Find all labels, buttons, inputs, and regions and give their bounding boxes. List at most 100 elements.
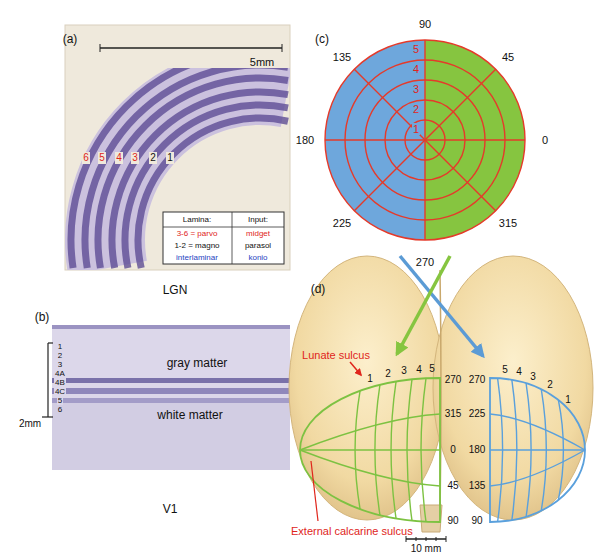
v1-section [52, 325, 290, 470]
angle-label: 180 [468, 444, 487, 456]
angle-label: 270 [415, 256, 435, 269]
layer-number: 1 [57, 342, 63, 351]
eccentricity-number: 5 [428, 363, 436, 375]
lamina-number: 3 [131, 152, 139, 164]
scale-label: 2mm [18, 418, 42, 430]
retinotopic-grid [490, 449, 585, 450]
angle-label: 135 [468, 480, 487, 492]
layer-number: 6 [57, 405, 63, 414]
angle-label: 90 [418, 18, 432, 31]
mapping-arrow [397, 256, 450, 354]
layer-number: 4A [54, 369, 66, 378]
eccentricity-number: 4 [415, 364, 423, 376]
v1-section [52, 388, 290, 394]
scale-bar [100, 44, 282, 52]
angle-label: 270 [444, 374, 463, 386]
eccentricity-number: 2 [384, 368, 392, 380]
lamina-number: 2 [149, 152, 157, 164]
lgn-layer [71, 68, 288, 268]
table-cell: 1-2 = magno [173, 241, 220, 250]
lgn-layer [138, 118, 288, 268]
lgn-layer [125, 105, 288, 268]
angle-label: 225 [468, 408, 487, 420]
angle-label: 225 [332, 217, 352, 230]
eccentricity-number: 5 [412, 43, 420, 56]
lamina-table [163, 227, 284, 228]
table-cell: Lamina: [182, 215, 212, 224]
angle-label: 90 [446, 515, 459, 527]
scale-bar [100, 47, 282, 49]
lamina-table [232, 212, 233, 264]
retinotopic-grid [490, 378, 585, 522]
panel-letter: (a) [62, 33, 79, 47]
lamina-number: 6 [82, 152, 90, 164]
lgn-section [65, 25, 290, 270]
eccentricity-number: 3 [400, 365, 408, 377]
layer-number: 5 [57, 396, 63, 405]
layer-bracket [48, 342, 53, 343]
table-cell: interlaminar [175, 253, 219, 262]
angle-label: 0 [541, 134, 549, 147]
visual-field-disk [325, 40, 525, 240]
eccentricity-number: 3 [529, 371, 537, 383]
retinotopic-grid [300, 414, 440, 450]
sulcus-label: External calcarine sulcus [290, 525, 414, 538]
brain-photo [289, 256, 593, 532]
leader-line [350, 362, 361, 375]
retinotopic-grid [490, 378, 585, 522]
scale-bar [406, 536, 446, 542]
leader-line [311, 461, 318, 521]
layer-number: 4B [54, 378, 66, 387]
scale-bar [282, 44, 283, 52]
table-cell: parasol [244, 241, 272, 250]
angle-label: 45 [446, 480, 459, 492]
brain-photo [433, 256, 593, 520]
v1-section [52, 325, 290, 470]
retinotopic-grid [490, 414, 585, 450]
lgn-layer [105, 85, 288, 268]
table-cell: 3-6 = parvo [176, 229, 219, 238]
retinotopic-grid [300, 450, 440, 486]
eccentricity-number: 2 [546, 379, 554, 391]
layer-bracket [42, 343, 53, 417]
retinotopic-grid [300, 378, 440, 522]
visual-field-disk [325, 40, 525, 240]
scale-bar [436, 537, 437, 541]
panel-letter: (b) [34, 311, 51, 325]
lamina-table [163, 212, 284, 264]
angle-label: 270 [468, 374, 487, 386]
table-cell: midget [245, 229, 271, 238]
eccentricity-number: 4 [515, 366, 523, 378]
v1-section [52, 403, 290, 470]
layer-number: 2 [57, 351, 63, 360]
eccentricity-number: 1 [366, 373, 374, 385]
angle-label: 315 [444, 408, 463, 420]
eccentricity-number: 5 [501, 364, 509, 376]
table-cell: Input: [247, 215, 269, 224]
v1-section [52, 398, 290, 403]
layer-number: 3 [57, 360, 63, 369]
retinotopic-grid [300, 449, 440, 450]
eccentricity-number: 2 [412, 103, 420, 116]
leader-line [311, 362, 361, 521]
lamina-table [163, 212, 284, 264]
v1-section [52, 325, 290, 329]
region-label: gray matter [166, 357, 229, 371]
angle-label: 315 [498, 217, 518, 230]
retinotopic-grid [490, 450, 585, 486]
sulcus-label: Lunate sulcus [301, 349, 371, 362]
angle-label: 90 [470, 515, 483, 527]
mapping-arrow [397, 256, 483, 356]
lamina-number: 5 [98, 152, 106, 164]
angle-label: 180 [295, 134, 315, 147]
retinotopic-grid [300, 378, 585, 522]
scale-bar [446, 536, 447, 542]
retinotopic-grid [300, 378, 440, 522]
scale-label: 5mm [249, 56, 275, 69]
panel-letter: (c) [314, 33, 330, 47]
eccentricity-number: 1 [564, 394, 572, 406]
visual-field-disk [325, 40, 525, 240]
eccentricity-number: 3 [412, 83, 420, 96]
lgn-layer [85, 68, 288, 268]
layer-number: 4C [54, 387, 66, 396]
